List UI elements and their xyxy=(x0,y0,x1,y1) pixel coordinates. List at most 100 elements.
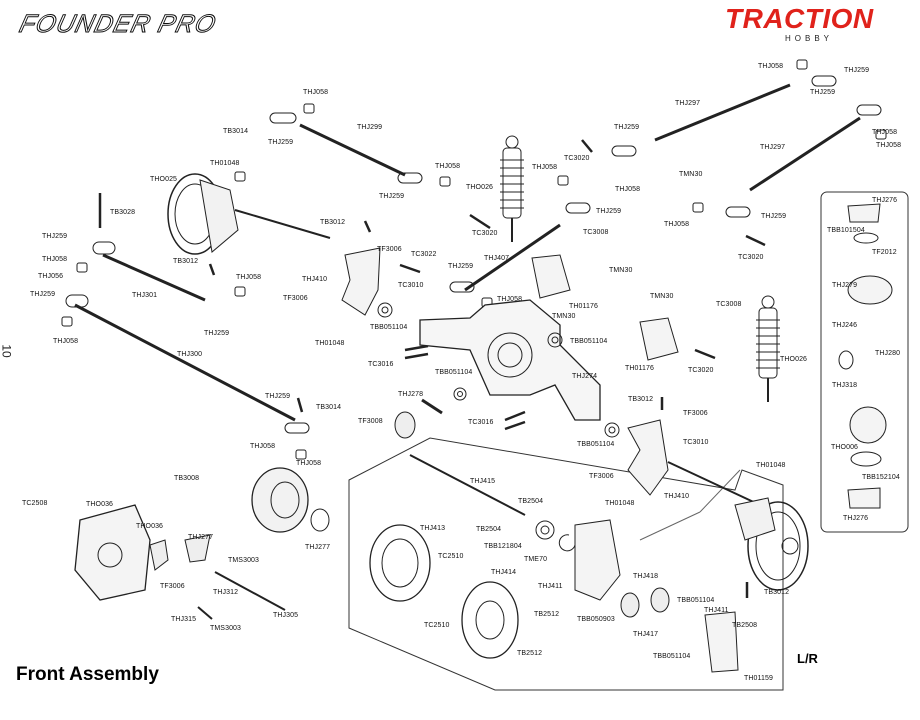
snap-ring-tme70 xyxy=(558,534,576,552)
callout-box-knuckle-assembly xyxy=(348,437,784,691)
part-label: TC3008 xyxy=(716,301,742,308)
part-label: TB3012 xyxy=(628,396,654,403)
part-label: TB2504 xyxy=(518,498,544,505)
gear-thj417 xyxy=(620,592,640,618)
part-label: THJ058 xyxy=(664,221,690,228)
bushing xyxy=(875,129,887,140)
part-label: THJ058 xyxy=(42,256,68,263)
part-label: THJ277 xyxy=(188,534,214,541)
part-label: THO036 xyxy=(86,501,114,508)
part-label: TH01048 xyxy=(315,340,345,347)
part-label: TBB152104 xyxy=(862,474,900,481)
part-label: TF3006 xyxy=(589,473,614,480)
part-label: THO036 xyxy=(136,523,164,530)
part-label: TF3006 xyxy=(377,246,402,253)
part-label: THJ058 xyxy=(872,129,898,136)
part-label: TB3008 xyxy=(174,475,200,482)
part-label: TB2508 xyxy=(732,622,758,629)
screw-tc3020 xyxy=(745,234,766,247)
part-label: THO026 xyxy=(780,356,808,363)
part-label: THJ058 xyxy=(236,274,262,281)
bearing-tbb101504 xyxy=(853,232,879,244)
shaft-thj415 xyxy=(409,454,526,516)
part-label: THJ410 xyxy=(664,493,690,500)
part-label: TB2512 xyxy=(517,650,543,657)
knuckle-thj411 xyxy=(574,519,621,601)
hub-thj413 xyxy=(369,524,431,602)
part-label: TB3014 xyxy=(223,128,249,135)
part-label: THJ413 xyxy=(420,525,446,532)
part-label: TF2012 xyxy=(872,249,897,256)
part-label: THJ259 xyxy=(844,67,870,74)
rod-end xyxy=(92,241,116,255)
gearbox-tho036 xyxy=(74,504,151,601)
bearing xyxy=(453,387,467,401)
bearing xyxy=(604,422,620,438)
spider-gear-thj246 xyxy=(838,350,854,370)
screw-tc3020 xyxy=(581,139,593,153)
screw-tc3020 xyxy=(694,348,716,360)
part-label: THJ407 xyxy=(484,255,510,262)
shock-mount-th01176-left xyxy=(531,254,571,299)
brand-name: TRACTION xyxy=(725,3,874,34)
hub-right xyxy=(747,501,809,591)
brand-tagline: HOBBY xyxy=(785,34,834,43)
bracket-tho036 xyxy=(149,539,169,571)
part-label: TBB101504 xyxy=(827,227,865,234)
screw-tc3022 xyxy=(399,263,421,274)
part-label: THJ411 xyxy=(538,583,563,590)
part-label: THJ312 xyxy=(213,589,239,596)
screw-thj278 xyxy=(421,398,443,415)
part-label: THJ300 xyxy=(177,351,203,358)
diff-case-tho006 xyxy=(849,406,887,444)
leader-line xyxy=(639,511,701,541)
shaft-right-axle xyxy=(667,461,761,506)
part-label: THJ058 xyxy=(532,164,558,171)
part-label: TBB051104 xyxy=(577,441,615,448)
part-label: THJ058 xyxy=(53,338,79,345)
part-label: TB3012 xyxy=(173,258,199,265)
part-label: THJ259 xyxy=(761,213,787,220)
bushing xyxy=(303,103,315,114)
servo-saver-thj277 xyxy=(184,534,211,563)
part-label: THJ259 xyxy=(42,233,68,240)
part-label: TC3016 xyxy=(368,361,394,368)
part-label: THJ259 xyxy=(379,193,405,200)
bearing xyxy=(377,302,393,318)
part-label: TMN30 xyxy=(650,293,674,300)
part-label: TC3008 xyxy=(583,229,609,236)
rod-thj300 xyxy=(74,303,296,422)
part-label: TME70 xyxy=(524,556,548,563)
bearing xyxy=(535,520,555,540)
gear-thj418 xyxy=(650,587,670,613)
screw-tc3020 xyxy=(469,213,491,230)
part-label: THJ301 xyxy=(132,292,158,299)
part-label: THJ259 xyxy=(448,263,474,270)
knuckle-thj410-left xyxy=(341,247,381,316)
part-label: THJ297 xyxy=(760,144,786,151)
part-label: TC3010 xyxy=(683,439,709,446)
part-label: THJ058 xyxy=(296,460,322,467)
part-label: THJ410 xyxy=(302,276,328,283)
shaft-thj315 xyxy=(197,606,213,620)
screw-tc3016 xyxy=(404,344,429,352)
part-label: THJ305 xyxy=(273,612,299,619)
rod-end xyxy=(65,294,89,308)
part-label: THJ415 xyxy=(470,478,496,485)
part-label: THO026 xyxy=(466,184,494,191)
part-label: THJ278 xyxy=(398,391,424,398)
bushing xyxy=(557,175,569,186)
part-label: THJ058 xyxy=(497,296,523,303)
screw-tc3016 xyxy=(404,352,429,360)
part-label: TH01176 xyxy=(569,303,598,310)
part-label: TH01176 xyxy=(625,365,654,372)
part-label: TH01159 xyxy=(744,675,773,682)
brake-disc-thj414 xyxy=(461,581,519,659)
bushing xyxy=(61,316,73,327)
portal-cover-thj411 xyxy=(704,611,739,673)
bushing xyxy=(295,449,307,460)
part-label: THJ246 xyxy=(832,322,858,329)
part-label: TC3022 xyxy=(411,251,437,258)
part-label: THJ058 xyxy=(303,89,329,96)
